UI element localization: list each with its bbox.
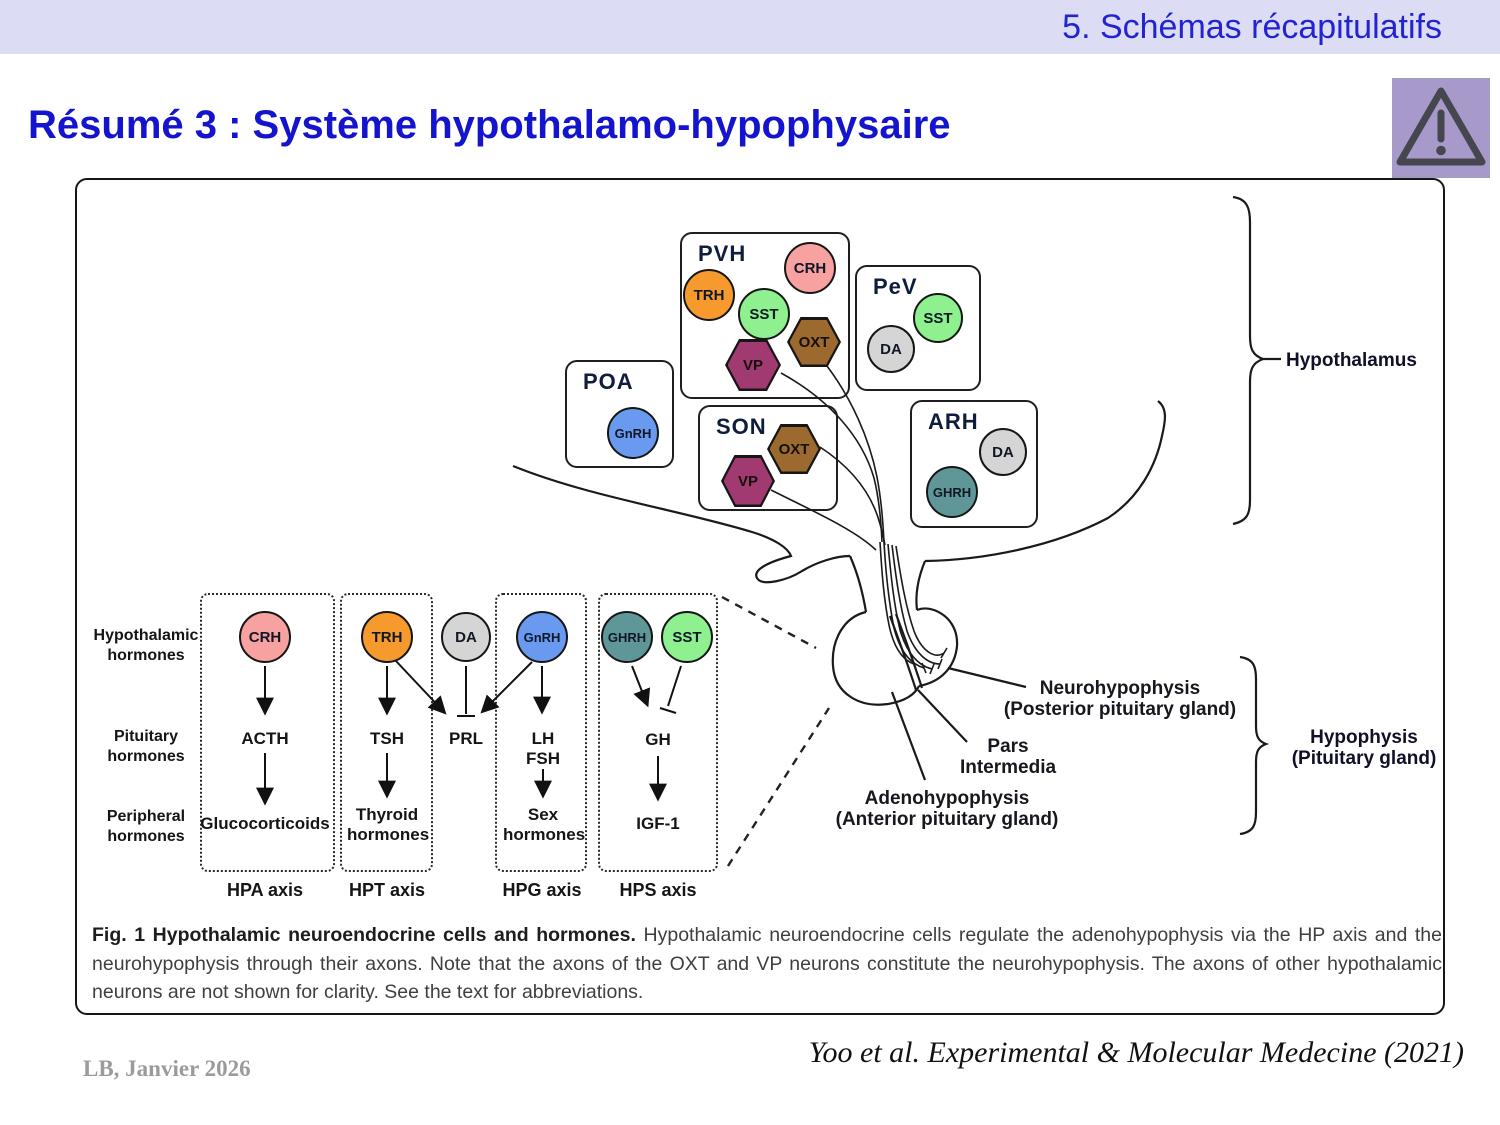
hormone-lh-fsh: LH FSH bbox=[526, 729, 560, 768]
neurohypophysis-label: Neurohypophysis (Posterior pituitary gla… bbox=[1003, 678, 1237, 720]
pars-intermedia-label: Pars Intermedia bbox=[959, 736, 1057, 778]
neuron-pvh-crh: CRH bbox=[784, 242, 836, 294]
neuron-pvh-vp: VP bbox=[725, 339, 781, 391]
hypophysis-label: Hypophysis (Pituitary gland) bbox=[1291, 727, 1437, 769]
neuron-arh-da: DA bbox=[979, 428, 1027, 476]
axis-neuron-trh: TRH bbox=[361, 611, 413, 663]
hormone-sex: Sex hormones bbox=[503, 805, 586, 844]
axis-label-hps: HPS axis bbox=[619, 880, 697, 900]
neuron-son-vp: VP bbox=[721, 455, 775, 507]
hormone-thyroid: Thyroid hormones bbox=[347, 805, 430, 844]
hormone-glucocorticoids: Glucocorticoids bbox=[200, 814, 330, 833]
axis-neuron-crh: CRH bbox=[239, 611, 291, 663]
axis-box-hpt bbox=[340, 593, 433, 872]
hormone-prl: PRL bbox=[449, 729, 483, 748]
nucleus-label-son: SON bbox=[716, 414, 767, 439]
axis-label-hpg: HPG axis bbox=[502, 880, 582, 900]
warning-icon bbox=[1392, 78, 1490, 178]
axis-box-hps bbox=[598, 593, 718, 872]
neuron-son-oxt: OXT bbox=[767, 424, 821, 474]
figure-caption-text: Hypothalamic neuroendocrine cells regula… bbox=[92, 924, 1442, 1003]
hormone-acth: ACTH bbox=[241, 729, 289, 748]
neuron-arh-ghrh: GHRH bbox=[926, 466, 978, 518]
neuron-pvh-oxt: OXT bbox=[787, 317, 841, 367]
nucleus-label-poa: POA bbox=[583, 369, 634, 394]
page-title: Résumé 3 : Système hypothalamo-hypophysa… bbox=[28, 103, 951, 147]
neuron-pvh-sst: SST bbox=[738, 288, 790, 340]
hormone-igf1: IGF-1 bbox=[636, 814, 680, 833]
axis-box-hpa bbox=[200, 593, 335, 872]
nucleus-label-pvh: PVH bbox=[698, 241, 747, 266]
axis-label-hpa: HPA axis bbox=[226, 880, 304, 900]
hormone-tsh: TSH bbox=[370, 729, 404, 748]
header-strip: 5. Schémas récapitulatifs bbox=[0, 0, 1500, 54]
hormone-gh: GH bbox=[645, 730, 671, 749]
figure-caption-title: Fig. 1 Hypothalamic neuroendocrine cells… bbox=[92, 924, 636, 946]
neuron-poa-gnrh: GnRH bbox=[607, 407, 659, 459]
neuron-pev-sst: SST bbox=[913, 293, 963, 343]
axis-box-hpg bbox=[495, 593, 587, 872]
section-title: 5. Schémas récapitulatifs bbox=[1062, 7, 1442, 46]
nucleus-label-pev: PeV bbox=[873, 274, 918, 299]
axis-neuron-ghrh: GHRH bbox=[601, 611, 653, 663]
row-label-pituitary-hormones: Pituitary hormones bbox=[107, 728, 185, 765]
axis-neuron-da: DA bbox=[441, 612, 491, 662]
row-label-hypothalamic-hormones: Hypothalamic hormones bbox=[93, 627, 199, 664]
neuron-pvh-trh: TRH bbox=[683, 269, 735, 321]
hypothalamus-label: Hypothalamus bbox=[1286, 350, 1417, 371]
axis-neuron-gnrh: GnRH bbox=[516, 611, 568, 663]
nucleus-label-arh: ARH bbox=[928, 409, 979, 434]
axis-label-hpt: HPT axis bbox=[348, 880, 426, 900]
source-citation: Yoo et al. Experimental & Molecular Mede… bbox=[808, 1036, 1464, 1069]
warning-triangle-icon bbox=[1396, 87, 1486, 166]
axis-neuron-sst: SST bbox=[661, 611, 713, 663]
figure-caption: Fig. 1 Hypothalamic neuroendocrine cells… bbox=[92, 921, 1442, 1007]
neuron-pev-da: DA bbox=[867, 325, 915, 373]
row-label-peripheral-hormones: Peripheral hormones bbox=[106, 808, 186, 845]
adenohypophysis-label: Adenohypophysis (Anterior pituitary glan… bbox=[835, 788, 1059, 830]
author-credit: LB, Janvier 2026 bbox=[83, 1056, 251, 1081]
